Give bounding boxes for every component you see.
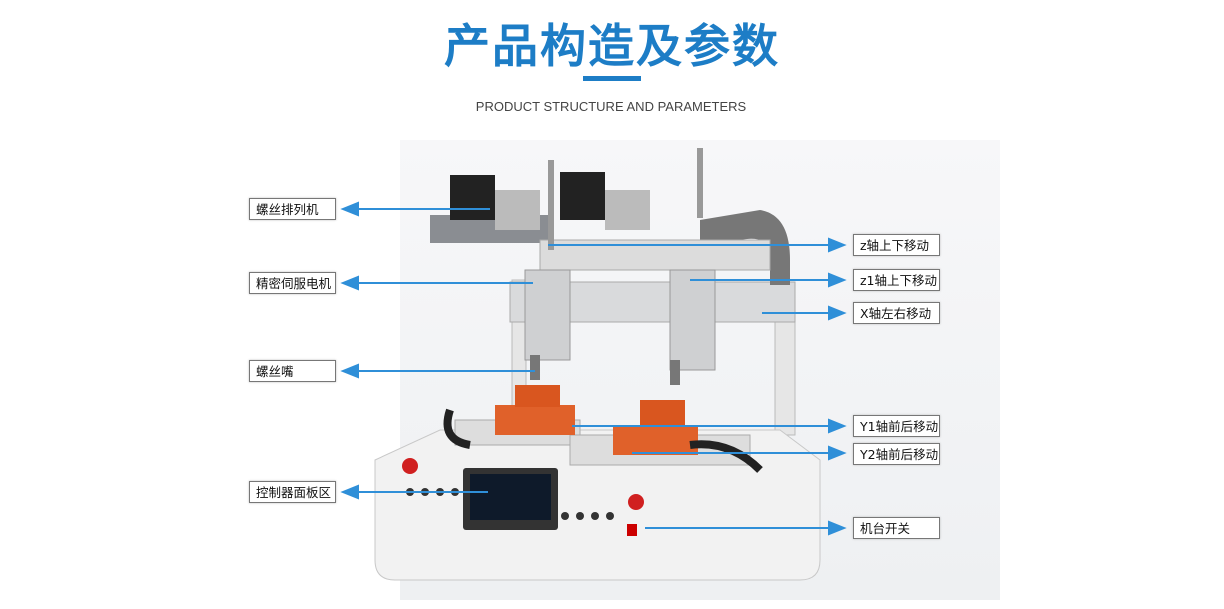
callout-arrows [340, 201, 847, 536]
emergency-stop-right [628, 494, 644, 510]
label-control-panel: 控制器面板区 [249, 481, 336, 503]
label-machine-switch: 机台开关 [853, 517, 940, 539]
label-y1-axis: Y1轴前后移动 [853, 415, 940, 437]
label-z-axis: z轴上下移动 [853, 234, 940, 256]
label-screw-nozzle: 螺丝嘴 [249, 360, 336, 382]
page-subtitle: PRODUCT STRUCTURE AND PARAMETERS [475, 99, 747, 114]
title-underline [583, 76, 641, 81]
page-title: 产品构造及参数 [444, 19, 780, 73]
screw-feeder-right [560, 172, 605, 220]
power-switch [627, 524, 637, 536]
fixture-y1 [495, 405, 575, 435]
label-z1-axis: z1轴上下移动 [853, 269, 940, 291]
label-x-axis: X轴左右移动 [853, 302, 940, 324]
cable-guide [700, 210, 790, 285]
label-y2-axis: Y2轴前后移动 [853, 443, 940, 465]
screw-feeder-left [450, 175, 495, 220]
fixture-y2 [613, 425, 698, 455]
machine-base [374, 429, 821, 581]
label-screw-feeder: 螺丝排列机 [249, 198, 336, 220]
emergency-stop-left [402, 458, 418, 474]
label-servo-motor: 精密伺服电机 [249, 272, 336, 294]
